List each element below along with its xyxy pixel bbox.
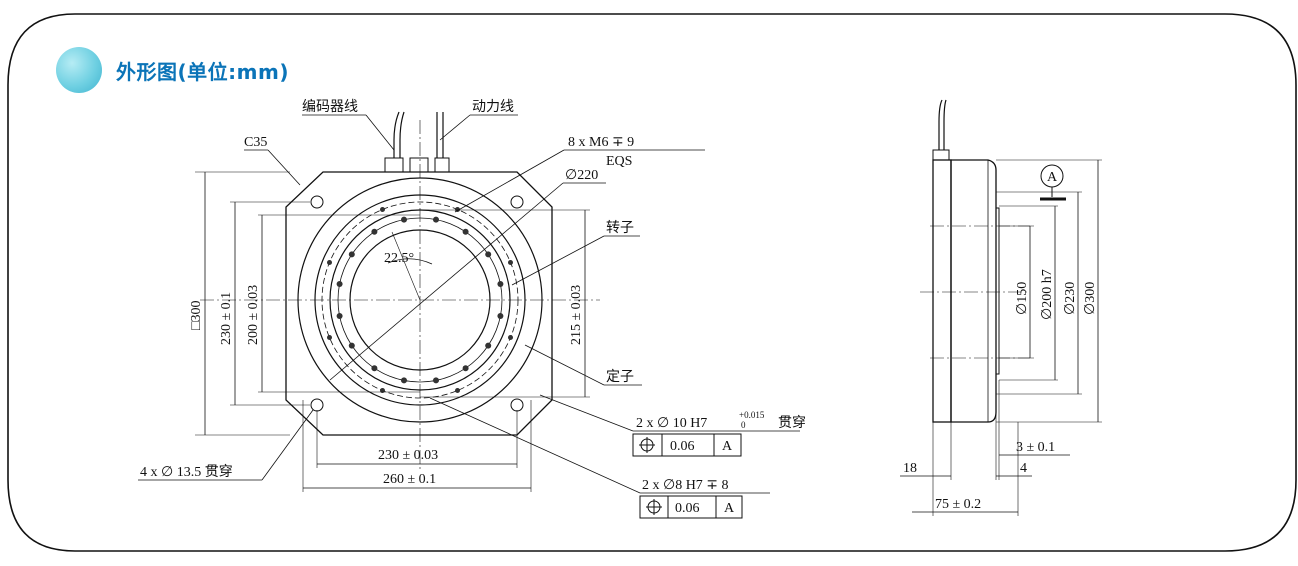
pin2-leader <box>429 397 641 494</box>
panel-border <box>7 13 1297 552</box>
dim-200-label: 200 ± 0.03 <box>246 285 261 345</box>
bolt-hole <box>371 365 378 372</box>
datum-a-label: A <box>1047 170 1058 185</box>
chamfer-label: C35 <box>244 135 267 150</box>
fcf-1-value: 0.06 <box>670 439 695 454</box>
bolt-hole <box>433 216 439 223</box>
bolt-hole <box>371 228 378 235</box>
housing-outline <box>285 171 553 436</box>
bolt-hole <box>327 260 332 265</box>
section-title: 外形图(单位:mm) <box>116 59 289 84</box>
rotor-leader <box>511 235 605 286</box>
pin-hole-1-label: 2 x ∅ 10 H7 <box>636 416 707 431</box>
mount-hole-tl <box>310 195 324 209</box>
power-cable-label: 动力线 <box>472 99 514 115</box>
bolt-holes <box>327 207 513 393</box>
phi200-label: ∅200 h7 <box>1040 269 1055 320</box>
bolt-hole <box>327 335 332 340</box>
front-view <box>138 111 800 519</box>
bolt-hole <box>348 251 355 258</box>
bolt-hole <box>485 251 492 258</box>
encoder-leader <box>365 114 395 151</box>
gland-3 <box>434 157 450 173</box>
fcf-2-value: 0.06 <box>675 501 700 516</box>
threaded-holes-label: 8 x M6 ∓ 9 <box>568 135 634 150</box>
dim-18-label: 18 <box>903 461 917 476</box>
dim-260-label: 260 ± 0.1 <box>383 472 436 487</box>
stator-label: 定子 <box>606 369 634 385</box>
bolt-hole <box>485 342 492 349</box>
side-flange <box>932 159 952 423</box>
side-view <box>900 99 1102 516</box>
side-body <box>950 159 997 423</box>
phi150-label: ∅150 <box>1015 282 1030 315</box>
pin-hole-1-suffix: 贯穿 <box>778 415 806 431</box>
bolt-hole <box>336 281 343 287</box>
stator-leader <box>524 344 605 386</box>
gland-1 <box>384 157 404 173</box>
mount-hole-leader <box>261 409 314 481</box>
mount-hole-tr <box>510 195 524 209</box>
bolt-hole <box>433 377 439 384</box>
mount-hole-br <box>510 398 524 412</box>
angle-label: 22.5° <box>384 251 414 266</box>
bolt-hole <box>455 388 460 393</box>
section-header: 外形图(单位:mm) <box>56 46 289 94</box>
fcf-1-datum: A <box>722 439 733 454</box>
bolt-hole <box>401 377 407 384</box>
phi220-label: ∅220 <box>565 168 598 183</box>
encoder-cable-label: 编码器线 <box>302 99 358 115</box>
bolt-hole <box>401 216 407 223</box>
power-leader <box>439 114 471 141</box>
gland-2 <box>409 157 429 173</box>
bolt-hole <box>508 260 513 265</box>
fcf-2-datum: A <box>724 501 735 516</box>
dim-3-label: 3 ± 0.1 <box>1016 440 1055 455</box>
bolt-hole <box>462 365 469 372</box>
m6-leader <box>454 149 565 213</box>
bolt-hole <box>508 335 513 340</box>
bolt-hole <box>380 207 385 212</box>
encoder-cable <box>393 111 400 158</box>
bolt-hole <box>348 342 355 349</box>
side-gland <box>932 149 950 161</box>
bolt-hole <box>497 313 504 319</box>
dim-230v-label: 230 ± 0.1 <box>219 292 234 345</box>
pin1-leader <box>539 394 634 432</box>
bolt-hole <box>497 281 504 287</box>
side-cable <box>938 99 943 150</box>
bolt-hole <box>455 207 460 212</box>
mount-hole-bl <box>310 398 324 412</box>
angle-arc <box>387 258 433 265</box>
mount-holes-label: 4 x ∅ 13.5 贯穿 <box>140 464 233 480</box>
square-300-label: □300 <box>189 301 204 330</box>
dim-215-label: 215 ± 0.03 <box>569 285 584 345</box>
side-rotor-face <box>995 207 1000 375</box>
pin-hole-1-tol-upper: +0.015 <box>739 410 765 420</box>
phi220-leader <box>329 182 564 381</box>
dim-4-label: 4 <box>1020 461 1027 476</box>
dim-75-label: 75 ± 0.2 <box>935 497 981 512</box>
c35-leader <box>267 149 301 186</box>
header-bullet-icon <box>56 47 102 93</box>
fcf-1 <box>632 433 742 457</box>
rotor-label: 转子 <box>606 220 634 236</box>
angle-ray-1 <box>391 231 421 301</box>
phi230-label: ∅230 <box>1063 282 1078 315</box>
fcf-2 <box>639 495 743 519</box>
dim-230h-label: 230 ± 0.03 <box>378 448 438 463</box>
bolt-hole <box>336 313 343 319</box>
pin-hole-2-label: 2 x ∅8 H7 ∓ 8 <box>642 478 729 493</box>
phi300-label: ∅300 <box>1083 282 1098 315</box>
threaded-holes-eqs: EQS <box>606 154 632 169</box>
pin-hole-1-tol-lower: 0 <box>741 420 746 430</box>
bolt-hole <box>462 228 469 235</box>
